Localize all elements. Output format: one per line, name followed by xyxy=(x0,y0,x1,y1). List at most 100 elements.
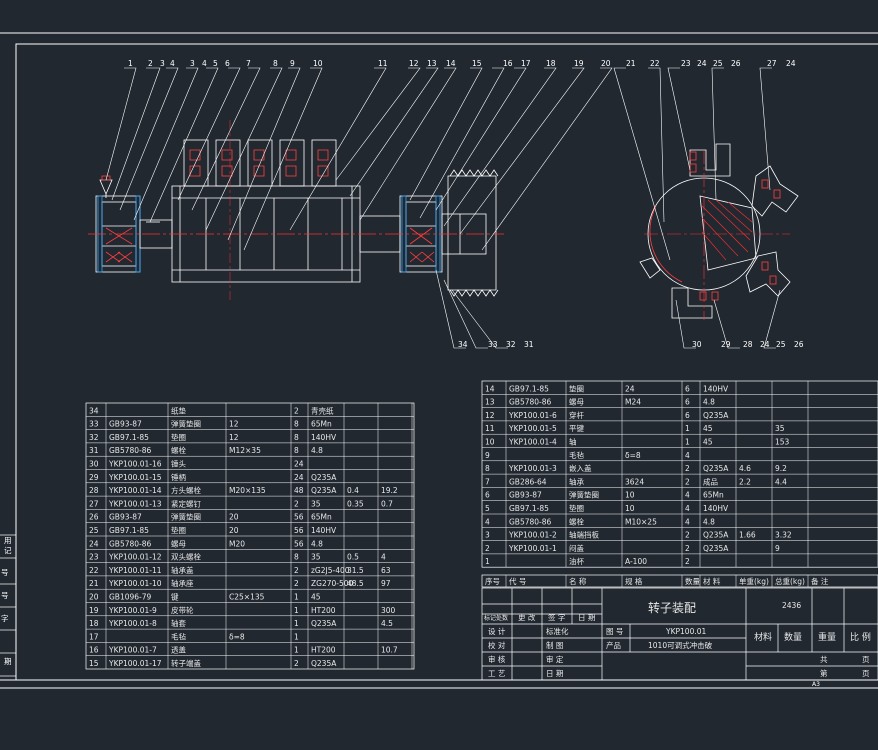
table-cell: YKP100.01-17 xyxy=(108,659,162,668)
part-number: 12 xyxy=(409,59,419,68)
rotor-side-view xyxy=(639,143,799,320)
table-cell: 140HV xyxy=(703,384,729,393)
table-cell: 1 xyxy=(294,646,299,655)
table-cell: 1.66 xyxy=(739,531,756,540)
table-cell: 1 xyxy=(294,632,299,641)
part-number: 17 xyxy=(521,59,531,68)
table-cell: 56 xyxy=(294,513,304,522)
table-cell: 轴端挡板 xyxy=(569,530,599,540)
table-cell: M12×35 xyxy=(229,446,261,455)
sheet-no-label: 第 xyxy=(820,668,828,678)
table-cell: Q235A xyxy=(703,411,729,420)
part-number: 22 xyxy=(650,59,660,68)
table-cell: M10×25 xyxy=(625,517,657,526)
table-cell: 2 xyxy=(485,544,490,553)
part-number: 18 xyxy=(546,59,556,68)
table-cell: 螺栓 xyxy=(569,516,584,526)
table-cell: 0.7 xyxy=(381,499,393,508)
top-part-numbers: 1 2 3 4 3 4 5 6 7 8 9 10 11 12 13 14 15 … xyxy=(128,59,796,68)
bottom-strip: A3 xyxy=(812,681,820,688)
table-cell: 24 xyxy=(294,473,304,482)
table-cell: 8 xyxy=(294,446,299,455)
table-cell: 1 xyxy=(294,593,299,602)
table-cell: δ=8 xyxy=(229,632,245,641)
table-cell: YKP100.01-14 xyxy=(108,486,162,495)
table-cell: 45 xyxy=(311,593,321,602)
table-cell: YKP100.01-10 xyxy=(108,579,162,588)
table-cell: 1 xyxy=(685,424,690,433)
table-cell: 24 xyxy=(89,539,99,548)
margin-label: 字 xyxy=(1,613,9,623)
role-label: 日 期 xyxy=(546,669,563,678)
table-cell: Q235A xyxy=(703,544,729,553)
table-cell: 22 xyxy=(89,566,99,575)
table-cell: 34 xyxy=(89,406,99,415)
drawing-title: 转子装配 xyxy=(648,600,696,615)
part-number: 29 xyxy=(721,340,731,349)
part-number: 3 xyxy=(190,59,195,68)
table-cell: 9 xyxy=(775,544,780,553)
table-cell: HT200 xyxy=(311,606,336,615)
table-cell: 轴承盖 xyxy=(171,565,194,575)
part-number: 5 xyxy=(213,59,218,68)
table-cell: 19.2 xyxy=(381,486,398,495)
table-cell: Q235A xyxy=(311,659,337,668)
role-label: 审 核 xyxy=(488,654,506,664)
table-cell: 3 xyxy=(485,531,490,540)
table-cell: 名 称 xyxy=(569,576,587,586)
role-label: 标准化 xyxy=(546,626,569,636)
table-cell: 3.32 xyxy=(775,531,792,540)
table-cell: 8 xyxy=(485,464,490,473)
table-cell: 方头螺栓 xyxy=(171,485,201,495)
table-cell: GB1096-79 xyxy=(109,593,152,602)
table-cell: 规 格 xyxy=(625,576,643,586)
table-cell: 300 xyxy=(381,606,396,615)
table-cell: GB5780-86 xyxy=(509,517,552,526)
part-number: 20 xyxy=(601,59,611,68)
table-cell: 8 xyxy=(294,433,299,442)
table-cell: 12 xyxy=(229,420,239,429)
table-cell: 33 xyxy=(89,420,99,429)
table-cell: 9 xyxy=(485,451,490,460)
table-cell: 1 xyxy=(485,557,490,566)
role-label: 审 定 xyxy=(546,654,564,664)
part-number: 14 xyxy=(446,59,456,68)
sheets-total-label: 共 xyxy=(820,655,828,664)
product-name: 1010可调式冲击破 xyxy=(648,640,713,650)
table-cell: 45 xyxy=(703,424,713,433)
table-cell: 65Mn xyxy=(311,513,332,522)
table-cell: 轴承 xyxy=(569,476,584,486)
bottom-part-numbers: 34 33 32 31 30 29 28 24 25 26 xyxy=(458,340,804,349)
part-number: 21 xyxy=(626,59,636,68)
table-cell: 材 料 xyxy=(703,576,721,586)
table-cell: 双头螺栓 xyxy=(171,552,201,562)
table-cell: YKP100.01-5 xyxy=(508,424,557,433)
paper-size: A3 xyxy=(812,681,820,688)
table-cell: 10 xyxy=(625,504,635,513)
table-cell: YKP100.01-2 xyxy=(508,531,557,540)
margin-label: 号 xyxy=(1,568,9,577)
table-cell: HT200 xyxy=(311,646,336,655)
table-cell: 31 xyxy=(89,446,99,455)
margin-label: 号 xyxy=(1,591,9,600)
table-cell: YKP100.01-7 xyxy=(108,646,157,655)
table-cell: YKP100.01-12 xyxy=(108,553,162,562)
table-cell: 3624 xyxy=(625,477,644,486)
role-label: 工 艺 xyxy=(488,669,505,678)
table-cell: 24 xyxy=(294,460,304,469)
table-cell: 7 xyxy=(485,477,490,486)
table-cell: 0.4 xyxy=(347,486,359,495)
table-cell: C25×135 xyxy=(229,593,265,602)
hammer-holders xyxy=(183,139,337,187)
table-cell: 垫圈 xyxy=(171,432,186,442)
table-cell: 4.5 xyxy=(381,619,393,628)
table-cell: GB97.1-85 xyxy=(109,526,149,535)
table-cell: 2.2 xyxy=(739,477,751,486)
table-cell: zG2J5-400 xyxy=(311,566,350,575)
rotor-front-view xyxy=(88,120,504,300)
table-cell: 2 xyxy=(685,557,690,566)
table-cell: 21 xyxy=(89,579,99,588)
part-number: 23 xyxy=(681,59,691,68)
table-cell: 6 xyxy=(685,411,690,420)
